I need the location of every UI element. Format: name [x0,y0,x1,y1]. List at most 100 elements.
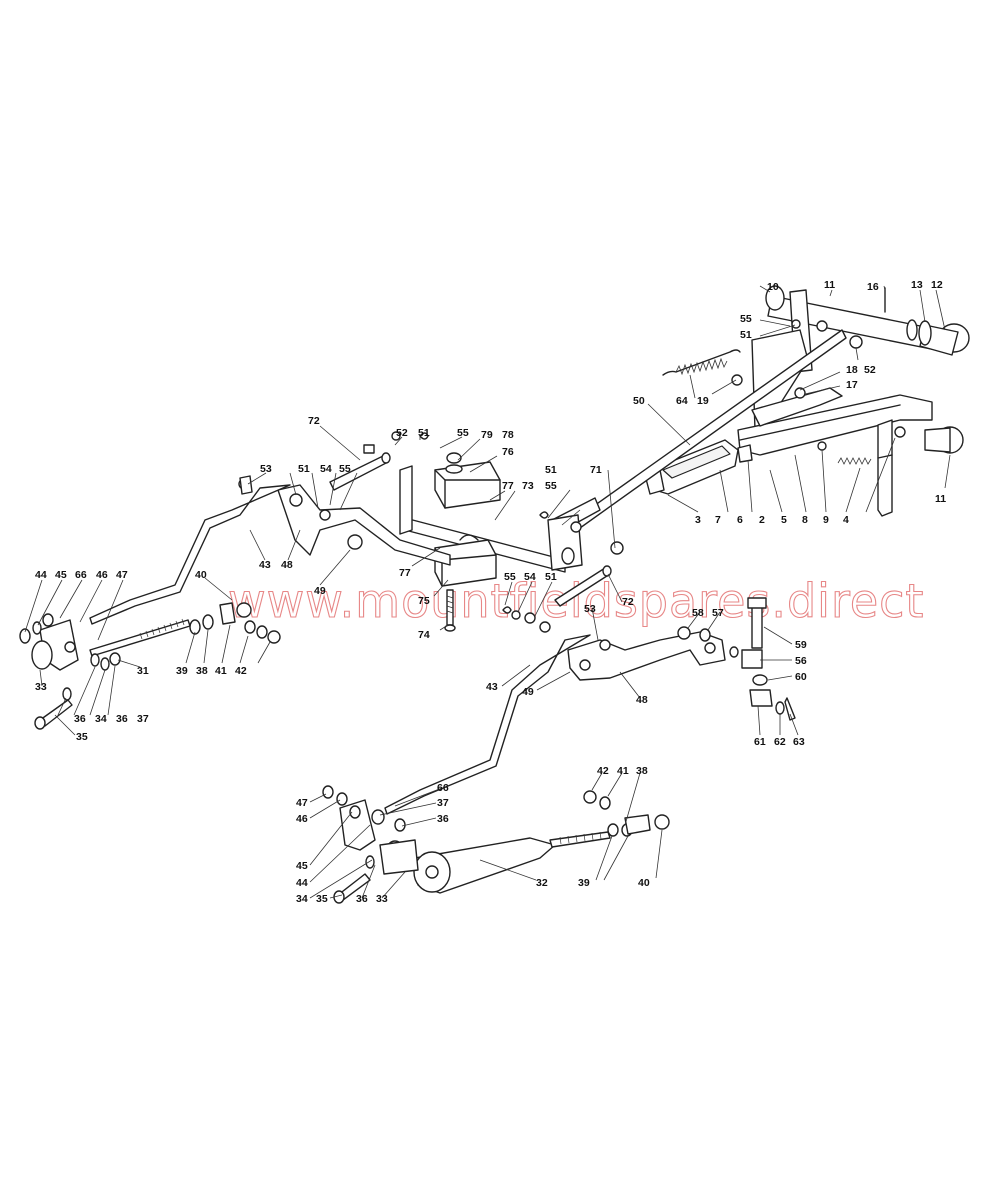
hardware-stack-39-42 [189,602,281,644]
callout-55: 55 [740,313,752,325]
callout-42: 42 [235,665,247,677]
callout-36: 36 [116,713,128,725]
callout-52: 52 [396,427,408,439]
clevis-33-left [19,613,79,671]
callout-54: 54 [524,571,536,583]
hardware-52-55-lower [502,606,551,633]
callout-75: 75 [418,595,430,607]
callout-40: 40 [195,569,207,581]
pedal-7 [644,439,753,495]
callout-51: 51 [545,464,557,476]
watermark-text: www.mountfieldspares.direct [228,574,924,628]
callout-17: 17 [846,379,858,391]
mount-block-75 [434,534,497,587]
callout-3: 3 [695,514,701,526]
callout-39: 39 [176,665,188,677]
bracket-4 [877,419,893,517]
linkage-rod-50 [551,329,863,555]
callout-13: 13 [911,279,923,291]
callout-55: 55 [339,463,351,475]
callout-51: 51 [418,427,430,439]
callout-76: 76 [502,446,514,458]
callout-48: 48 [281,559,293,571]
callout-51: 51 [298,463,310,475]
callout-32: 32 [536,877,548,889]
callout-57: 57 [712,607,724,619]
callout-53: 53 [260,463,272,475]
callout-5: 5 [781,514,787,526]
callout-10: 10 [767,281,779,293]
callout-46: 46 [296,813,308,825]
callout-59: 59 [795,639,807,651]
callout-4: 4 [843,514,849,526]
pin-72-lower [554,565,612,607]
callout-55: 55 [504,571,516,583]
hardware-56-63 [677,626,796,721]
callout-58: 58 [692,607,704,619]
small-hardware-upper [363,431,582,533]
rear-axle-tube [765,285,970,356]
callout-9: 9 [823,514,829,526]
callout-34: 34 [95,713,107,725]
callout-33: 33 [35,681,47,693]
callout-79: 79 [481,429,493,441]
lift-arm-48-upper [277,484,451,566]
callout-47: 47 [296,797,308,809]
callout-72: 72 [308,415,320,427]
callout-19: 19 [697,395,709,407]
mount-block-76 [434,452,501,509]
callout-35: 35 [316,893,328,905]
callout-73: 73 [522,480,534,492]
callout-42: 42 [597,765,609,777]
callout-78: 78 [502,429,514,441]
callout-47: 47 [116,569,128,581]
callout-40: 40 [638,877,650,889]
turnbuckle-32 [413,831,611,894]
callout-7: 7 [715,514,721,526]
hardware-38-42-lower [583,790,670,837]
callout-16: 16 [867,281,879,293]
callout-49: 49 [314,585,326,597]
callout-18: 18 [846,364,858,376]
callout-66: 66 [75,569,87,581]
bolt-59 [747,597,767,649]
hardware-34-37-left [34,652,121,730]
callout-43: 43 [259,559,271,571]
callout-41: 41 [617,765,629,777]
callout-51: 51 [545,571,557,583]
callout-41: 41 [215,665,227,677]
callout-55: 55 [457,427,469,439]
callout-60: 60 [795,671,807,683]
callout-77: 77 [399,567,411,579]
callout-54: 54 [320,463,332,475]
callout-61: 61 [754,736,766,748]
callout-74: 74 [418,629,430,641]
callout-62: 62 [774,736,786,748]
callout-39: 39 [578,877,590,889]
callout-50: 50 [633,395,645,407]
callout-12: 12 [931,279,943,291]
callout-49: 49 [522,686,534,698]
spring-8 [817,441,872,465]
pin-72-upper [329,452,391,491]
callout-71: 71 [590,464,602,476]
callout-6: 6 [737,514,743,526]
callout-77: 77 [502,480,514,492]
callout-8: 8 [802,514,808,526]
callout-52: 52 [864,364,876,376]
callout-45: 45 [296,860,308,872]
callout-36: 36 [356,893,368,905]
callout-37: 37 [137,713,149,725]
callout-38: 38 [636,765,648,777]
callout-45: 45 [55,569,67,581]
linkage-rod-43-upper [89,475,291,625]
linkage-rod-43-lower [384,634,611,815]
callout-56: 56 [795,655,807,667]
callout-64: 64 [676,395,688,407]
callout-37: 37 [437,797,449,809]
callout-36: 36 [437,813,449,825]
callout-66: 66 [437,782,449,794]
threaded-rod-31 [89,618,191,657]
leader-lines [24,285,951,899]
